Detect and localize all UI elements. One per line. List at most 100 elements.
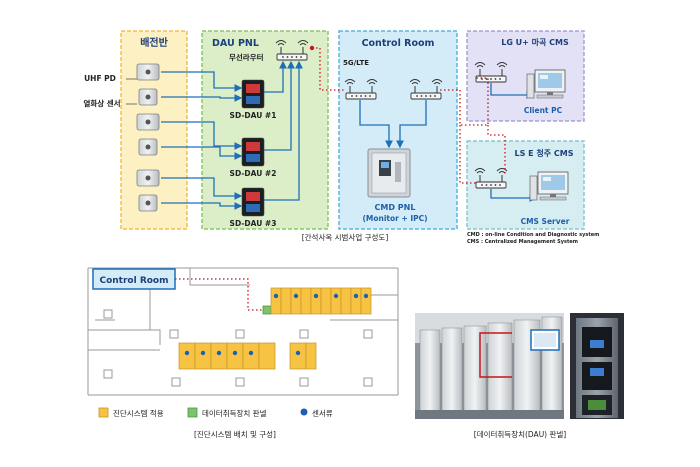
legend-label-dau: 데이터취득장치 판넬 bbox=[202, 408, 267, 418]
client-pc-label: Client PC bbox=[524, 106, 563, 115]
uhf-sensor bbox=[136, 169, 160, 187]
diagnostic-cabinet bbox=[194, 342, 212, 370]
control-router-wan bbox=[409, 79, 443, 100]
thermal-sensor bbox=[138, 88, 158, 106]
sensor-dot bbox=[248, 350, 254, 356]
diagnostic-cabinet bbox=[270, 287, 282, 315]
sensor-dot bbox=[295, 350, 301, 356]
diagnostic-cabinet bbox=[242, 342, 260, 370]
sensor-dot bbox=[313, 293, 319, 299]
uhf-sensor bbox=[136, 63, 160, 81]
legend-dot-sensor bbox=[300, 408, 308, 416]
sensor-dot bbox=[232, 350, 238, 356]
cms-server-icon bbox=[529, 171, 569, 201]
link-control-to-ls bbox=[459, 125, 476, 184]
thermal-sensor-label: 열화상 센서 bbox=[83, 98, 120, 108]
sensor-wire bbox=[161, 177, 243, 200]
ls-router bbox=[474, 168, 508, 189]
floor-plan bbox=[87, 267, 399, 396]
dau-wireless-router bbox=[275, 40, 309, 61]
diagnostic-cabinet bbox=[210, 342, 228, 370]
diagnostic-cabinet bbox=[178, 342, 196, 370]
diagnostic-cabinet bbox=[280, 287, 292, 315]
dau-unit-label: SD-DAU #3 bbox=[230, 219, 277, 228]
diagnostic-cabinet bbox=[289, 342, 307, 370]
sensor-wire bbox=[161, 146, 243, 160]
thermal-sensor bbox=[138, 194, 158, 212]
sensor-dot bbox=[200, 350, 206, 356]
dau-router-wire bbox=[264, 60, 287, 93]
link-dau-to-control bbox=[312, 47, 346, 91]
sd-dau-unit: SD-DAU #3 bbox=[230, 187, 277, 228]
legend-swatch-dau bbox=[187, 407, 198, 418]
dau-panel-box bbox=[201, 30, 329, 230]
diagnostic-cabinet bbox=[320, 287, 332, 315]
legend-swatch-diagnostic bbox=[98, 407, 109, 418]
legend-label-sensor: 센서류 bbox=[312, 408, 333, 418]
dau-unit-label: SD-DAU #2 bbox=[230, 169, 277, 178]
ls-wire bbox=[490, 189, 538, 202]
diagnostic-cabinet bbox=[310, 287, 322, 315]
sd-dau-unit: SD-DAU #1 bbox=[230, 79, 277, 120]
sensor-dot bbox=[363, 293, 369, 299]
floor-caption: [진단시스템 배치 및 구성] bbox=[194, 429, 276, 439]
floor-link-control bbox=[175, 278, 263, 311]
note-cms: CMS : Centralized Management System bbox=[467, 239, 578, 245]
diagnostic-cabinet bbox=[226, 342, 244, 370]
note-cmd: CMD : on-line Condition and Diagnostic s… bbox=[467, 232, 599, 238]
diagnostic-cabinet bbox=[305, 342, 317, 370]
router-cmd-wire bbox=[359, 100, 393, 149]
router-label: 무선라우터 bbox=[229, 52, 264, 62]
dau-panel-title: DAU PNL bbox=[212, 38, 259, 49]
client-pc-icon bbox=[526, 69, 566, 99]
sensor-wire bbox=[161, 94, 243, 102]
floor-dau-panel bbox=[262, 305, 272, 315]
legend-label-diagnostic: 진단시스템 적용 bbox=[113, 408, 164, 418]
sensor-dot bbox=[273, 293, 279, 299]
lg-cms-title: LG U+ 마곡 CMS bbox=[501, 37, 569, 47]
sensor-dot bbox=[333, 293, 339, 299]
diagnostic-cabinet bbox=[360, 287, 372, 315]
top-caption: [간석사옥 시범사업 구성도] bbox=[302, 232, 389, 242]
router-cmd-wire bbox=[396, 100, 427, 149]
link-dot bbox=[309, 45, 315, 51]
diagnostic-cabinet bbox=[300, 287, 312, 315]
photo-caption: [데이터취득장치(DAU) 판넬] bbox=[474, 429, 567, 439]
cms-server-label: CMS Server bbox=[521, 217, 570, 226]
control-room-title: Control Room bbox=[362, 38, 435, 49]
diagnostic-cabinet bbox=[350, 287, 362, 315]
dau-cabinet-photo bbox=[570, 313, 624, 419]
lg-wire bbox=[490, 83, 535, 99]
sensor-wire bbox=[161, 71, 243, 92]
dau-router-wire bbox=[264, 60, 303, 201]
diagnostic-cabinet bbox=[330, 287, 342, 315]
cmd-panel-subtitle: (Monitor + IPC) bbox=[362, 214, 427, 223]
cmd-panel-cabinet bbox=[367, 148, 411, 198]
dau-panel-photo bbox=[415, 313, 564, 419]
sensor-dot bbox=[293, 293, 299, 299]
link-lg-to-ls bbox=[487, 125, 506, 175]
dau-unit-label: SD-DAU #1 bbox=[230, 111, 277, 120]
sensor-dot bbox=[184, 350, 190, 356]
sensor-dot bbox=[353, 293, 359, 299]
uhf-pd-label: UHF PD bbox=[84, 74, 116, 83]
cmd-panel-title: CMD PNL bbox=[375, 203, 416, 212]
uhf-sensor bbox=[136, 113, 160, 131]
sd-dau-unit: SD-DAU #2 bbox=[230, 137, 277, 178]
diagnostic-cabinet bbox=[290, 287, 302, 315]
thermal-sensor bbox=[138, 138, 158, 156]
ls-cms-title: LS E 청주 CMS bbox=[515, 148, 574, 158]
panel-board-title: 배전반 bbox=[140, 36, 168, 49]
control-router-lte bbox=[344, 79, 378, 100]
sensor-wire bbox=[161, 121, 243, 150]
sensor-dot bbox=[216, 350, 222, 356]
lte-label: 5G/LTE bbox=[343, 59, 369, 67]
diagnostic-cabinet bbox=[258, 342, 276, 370]
sensor-wire bbox=[161, 202, 243, 210]
diagnostic-cabinet bbox=[340, 287, 352, 315]
dau-router-wire bbox=[264, 60, 295, 151]
floor-control-room-label: Control Room bbox=[99, 276, 168, 286]
link-control-to-lg bbox=[440, 77, 489, 126]
